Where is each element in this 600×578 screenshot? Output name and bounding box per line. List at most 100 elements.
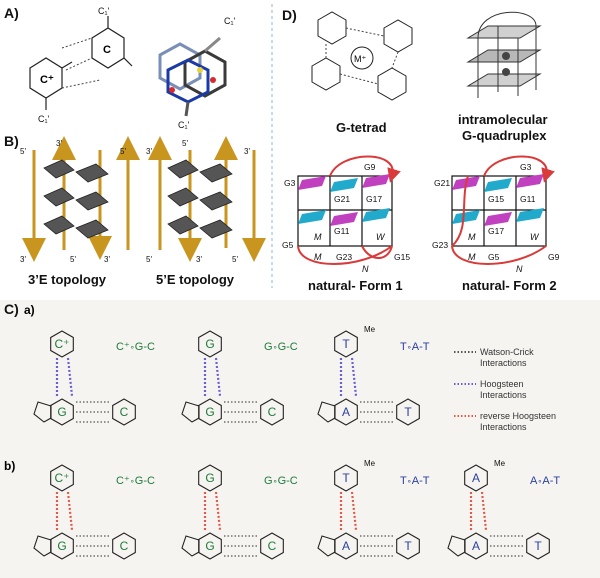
f2-g23: G23 [432,240,448,250]
form2-loop-top [483,155,555,183]
triplex-label-part-b-3-0: A [530,475,538,487]
bottom-left-fused-ring-b-2 [317,535,336,557]
bottom-left-letter-b-3: A [472,539,480,553]
triplex-label-b-2: T∘A-T [400,475,430,487]
bottom-left-letter-b-0: G [57,539,66,553]
caption-5e-topology: 5’E topology [156,272,235,287]
triplex-label-part-a-1-0: G [264,341,273,353]
methyl-label-b-2: Me [364,459,376,468]
bottom-left-fused-ring-a-1 [181,401,200,423]
bottom-left-letter-a-2: A [342,405,350,419]
legend-rev-line2: Interactions [480,422,527,432]
legend-wc-line1: Watson-Crick [480,347,534,357]
bottom-right-letter-b-0: C [120,539,129,553]
c1-3d-bottom: C₁' [178,120,190,130]
end-3-r1: 3' [146,147,152,156]
triplex-label-part-b-2-0: T [400,475,407,487]
panel-label-d: D) [282,7,297,23]
row-label-a: a) [24,303,35,317]
f2-m2: M [468,252,476,262]
f2-g9: G9 [548,252,560,262]
end-5-l1: 5' [20,147,26,156]
metal-ion-label: M⁺ [354,54,366,64]
triplex-label-part-b-3-1: ∘ [537,477,542,486]
top-base-letter-a-2: T [342,337,350,351]
legend-wc-line2: Interactions [480,358,527,368]
triplex-label-part-a-0-1: ∘ [130,343,135,352]
panel-a-hbonds [61,37,101,89]
ring-label-cplus: C⁺ [40,74,54,86]
triplex-label-part-a-2-0: T [400,341,407,353]
hbond-legend: Watson-Crick Interactions Hoogsteen Inte… [454,347,556,432]
top-base-ring-b-2 [334,464,358,492]
f1-g15: G15 [394,252,410,262]
form2-loop-left [451,175,469,247]
f1-w: W [376,232,386,242]
triplex-label-part-b-0-1: ∘ [130,477,135,486]
end-3-r2: 3' [244,147,250,156]
bottom-left-letter-b-1: G [205,539,214,553]
f1-g5: G5 [282,240,294,250]
bottom-left-fused-ring-b-3 [447,535,466,557]
bottom-right-ring-b-1 [260,532,284,560]
end-5-r3: 5' [232,255,238,264]
bottom-left-fused-ring-b-1 [181,535,200,557]
panel-a-3d-model [158,36,227,117]
top-base-letter-b-0: C⁺ [55,471,70,485]
f1-g21: G21 [334,194,350,204]
end-5-l2: 5' [120,147,126,156]
f1-g11: G11 [334,226,350,236]
triplex-label-part-a-1-1: ∘ [273,343,278,352]
c1-bottom-label: C₁' [38,114,50,124]
bottom-left-fused-ring-b-0 [33,535,52,557]
bottom-right-ring-b-2 [396,532,420,560]
triplex-label-a-0: C⁺∘G-C [116,341,155,353]
legend-hoog-line2: Interactions [480,390,527,400]
triplex-label-part-b-1-1: ∘ [273,477,278,486]
bottom-right-letter-a-1: C [268,405,277,419]
bottom-right-ring-a-2 [396,398,420,426]
top-base-ring-b-0 [50,464,74,492]
triplex-label-part-b-1-0: G [264,475,273,487]
form1-tetrads [298,174,390,226]
methyl-label-a-2: Me [364,325,376,334]
triplex-label-part-b-3-2: A-T [542,475,560,487]
top-base-ring-b-3 [464,464,488,492]
legend-hoog-line1: Hoogsteen [480,379,524,389]
bottom-right-letter-b-3: T [534,539,542,553]
end-5-l3: 5' [70,255,76,264]
form2-tetrads [452,174,544,226]
end-3-l1: 3' [56,139,62,148]
f1-g23: G23 [336,252,352,262]
bottom-right-ring-a-1 [260,398,284,426]
panel-label-b: B) [4,133,19,149]
bottom-left-fused-ring-a-2 [317,401,336,423]
triplex-label-a-2: T∘A-T [400,341,430,353]
metal-ion-circle [350,46,374,70]
triplex-label-part-a-0-0: C⁺ [116,341,130,353]
top-base-letter-b-3: A [472,471,480,485]
top-base-letter-a-1: G [205,337,214,351]
top-base-ring-a-1 [198,330,222,358]
triplex-label-b-0: C⁺∘G-C [116,475,155,487]
f2-n: N [516,264,523,274]
ring-label-c: C [103,44,111,56]
caption-quad-line1: intramolecular [458,112,548,127]
top-base-letter-b-1: G [205,471,214,485]
f1-m2: M [314,252,322,262]
caption-g-tetrad: G-tetrad [336,120,387,135]
f2-g15: G15 [488,194,504,204]
row-label-b: b) [4,459,15,473]
form1-frame [297,175,393,247]
bottom-right-letter-b-2: T [404,539,412,553]
triplex-label-part-b-0-2: G-C [135,475,155,487]
triplex-label-part-a-2-2: A-T [412,341,430,353]
triplex-label-part-a-0-2: G-C [135,341,155,353]
panel-label-a: A) [4,5,19,21]
bottom-right-ring-b-3 [526,532,550,560]
f1-g9: G9 [364,162,376,172]
end-5-r1: 5' [182,139,188,148]
caption-form1: natural- Form 1 [308,278,403,293]
